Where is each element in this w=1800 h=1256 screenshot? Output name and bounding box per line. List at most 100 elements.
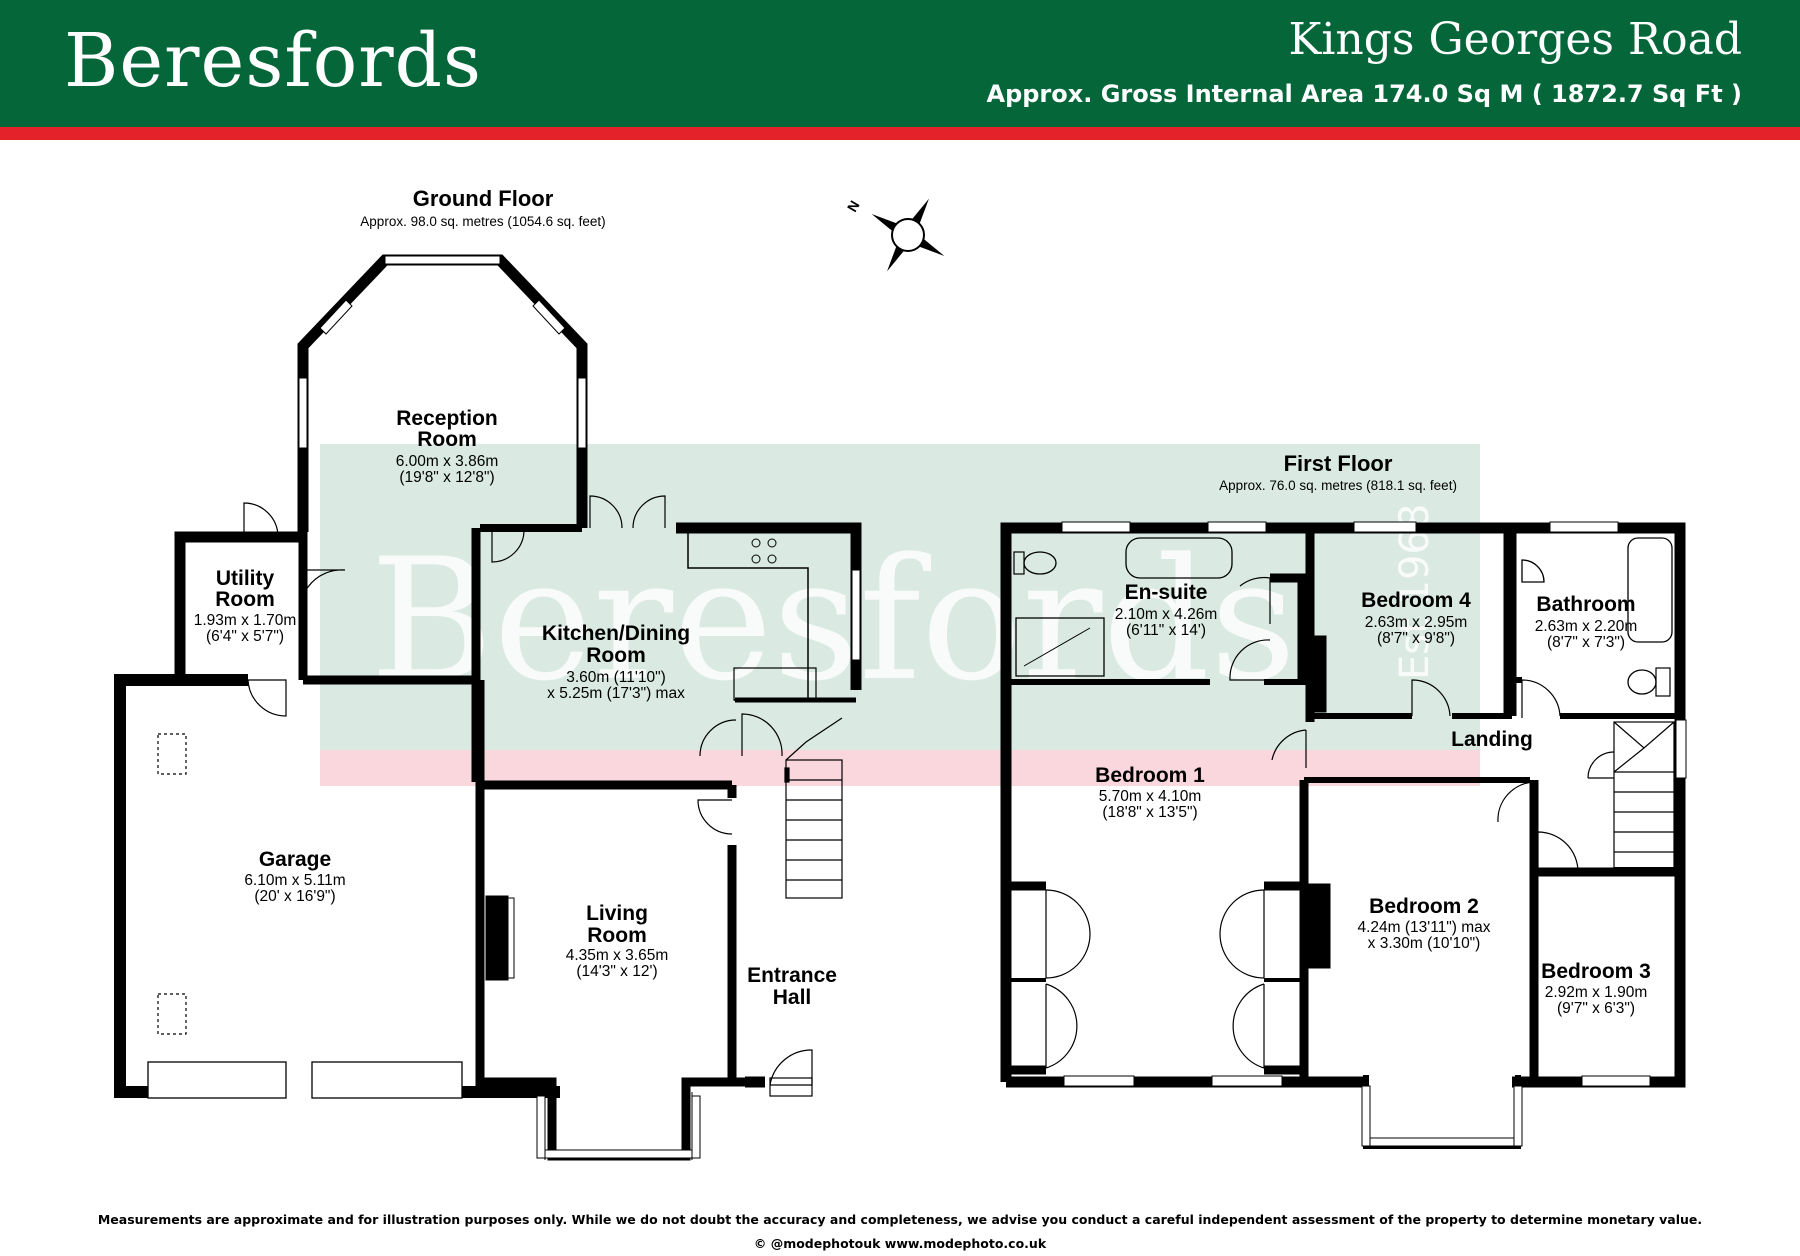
bedroom1-window-2 xyxy=(1211,1075,1283,1087)
ground-floor-title: Ground Floor xyxy=(413,186,554,211)
bedroom4-size: 2.63m x 2.95m xyxy=(1365,614,1468,631)
bathroom-imperial: (8'7" x 7'3") xyxy=(1547,634,1625,651)
bedroom2-door xyxy=(1497,780,1535,823)
gross-internal-area: Approx. Gross Internal Area 174.0 Sq M (… xyxy=(986,80,1743,108)
ensuite-name: En-suite xyxy=(1125,581,1208,604)
ground-floor-area: Approx. 98.0 sq. metres (1054.6 sq. feet… xyxy=(360,214,605,229)
ensuite-window-1 xyxy=(1061,521,1131,533)
bedroom1-imperial: (18'8" x 13'5") xyxy=(1102,804,1197,821)
first-floor-stairs xyxy=(1613,721,1675,869)
bedroom3-size: 2.92m x 1.90m xyxy=(1545,984,1648,1001)
compass-icon: N xyxy=(844,198,945,272)
bathroom-window xyxy=(1549,521,1619,533)
bedroom3-window xyxy=(1581,1075,1651,1087)
bedroom3-imperial: (9'7" x 6'3") xyxy=(1557,1000,1635,1017)
first-floor-plan xyxy=(1000,521,1687,1149)
ground-stairs xyxy=(784,717,843,899)
kitchen-double-door xyxy=(589,495,666,529)
bedroom2-imperial: x 3.30m (10'10") xyxy=(1368,935,1481,952)
ensuite-shower xyxy=(1015,617,1105,677)
garage-imperial: (20' x 16'9") xyxy=(254,888,335,905)
bedroom1-size: 5.70m x 4.10m xyxy=(1099,788,1202,805)
first-floor-title: First Floor xyxy=(1284,451,1393,476)
photo-credit: © @modephotouk www.modephoto.co.uk xyxy=(753,1236,1047,1251)
bedroom1-name: Bedroom 1 xyxy=(1095,764,1205,787)
watermark-brand: Beresfords xyxy=(370,522,1296,718)
ground-floor-plan xyxy=(114,254,862,1161)
bathroom-name: Bathroom xyxy=(1536,593,1635,616)
utility-door-north xyxy=(243,502,279,538)
disclaimer: Measurements are approximate and for ill… xyxy=(97,1212,1703,1227)
garage-skylight-1 xyxy=(157,733,187,775)
bedroom1-wardrobes-west xyxy=(1006,881,1091,1075)
reception-window-north xyxy=(384,255,501,265)
front-door xyxy=(769,1049,813,1086)
reception-window-west xyxy=(298,377,308,449)
garage-wall xyxy=(114,674,248,1098)
kitchen-window-east xyxy=(851,569,861,661)
garage-door-right xyxy=(311,1061,463,1099)
bathroom-basin xyxy=(1521,559,1545,583)
utility-door-south xyxy=(247,679,287,717)
living-fireplace xyxy=(485,895,509,981)
property-address: Kings Georges Road xyxy=(1288,14,1742,65)
ensuite-bath xyxy=(1125,537,1233,579)
garage-door-left xyxy=(147,1061,287,1099)
garage-skylight-2 xyxy=(157,993,187,1035)
bedroom1-window-1 xyxy=(1063,1075,1135,1087)
bedroom2-bay-wall xyxy=(1363,1075,1521,1149)
living-imperial: (14'3" x 12') xyxy=(576,963,657,980)
bathroom-toilet xyxy=(1627,669,1657,695)
kitchen-size: 3.60m (11'10") xyxy=(566,669,666,686)
utility-imperial: (6'4" x 5'7") xyxy=(206,628,284,645)
living-size: 4.35m x 3.65m xyxy=(566,947,669,964)
garage-name: Garage xyxy=(259,848,331,871)
bedroom4-window xyxy=(1353,521,1417,533)
header-bar xyxy=(0,0,1800,127)
watermark-red-band xyxy=(320,750,1480,786)
living-door xyxy=(697,799,733,835)
living-room-window xyxy=(544,1149,693,1159)
reception-name-1: Reception xyxy=(396,407,498,430)
hall-name-2: Hall xyxy=(773,986,812,1009)
reception-imperial: (19'8" x 12'8") xyxy=(399,469,494,486)
utility-size: 1.93m x 1.70m xyxy=(194,612,297,629)
kitchen-imperial: x 5.25m (17'3") max xyxy=(547,685,685,702)
front-door-frame xyxy=(769,1077,813,1097)
watermark-green-band xyxy=(320,444,1480,750)
garage-size: 6.10m x 5.11m xyxy=(244,872,345,889)
kitchen-name-1: Kitchen/Dining xyxy=(542,622,690,645)
utility-name-2: Room xyxy=(215,588,275,611)
bedroom2-name: Bedroom 2 xyxy=(1369,895,1479,918)
bedroom3-name: Bedroom 3 xyxy=(1541,960,1651,983)
bathroom-bath xyxy=(1627,537,1673,643)
hall-name-1: Entrance xyxy=(747,964,837,987)
ensuite-imperial: (6'11" x 14') xyxy=(1126,622,1206,639)
bedroom4-cupboard xyxy=(1309,635,1327,713)
bathroom-size: 2.63m x 2.20m xyxy=(1535,618,1638,635)
labels: Ground Floor Approx. 98.0 sq. metres (10… xyxy=(194,186,1651,1017)
first-floor-area: Approx. 76.0 sq. metres (818.1 sq. feet) xyxy=(1219,478,1457,493)
hall-door xyxy=(741,713,783,757)
bedroom4-name: Bedroom 4 xyxy=(1361,589,1471,612)
utility-name-1: Utility xyxy=(216,567,275,590)
landing-name: Landing xyxy=(1451,728,1533,751)
bedroom4-imperial: (8'7" x 9'8") xyxy=(1377,630,1455,647)
bedroom4-door xyxy=(1411,679,1451,717)
reception-name-2: Room xyxy=(417,428,477,451)
reception-size: 6.00m x 3.86m xyxy=(396,453,499,470)
bedroom3-door xyxy=(1537,831,1579,873)
kitchen-name-2: Room xyxy=(586,644,646,667)
bedroom1-wardrobes-east xyxy=(1219,881,1304,1075)
ensuite-window-2 xyxy=(1207,521,1267,533)
stair-window xyxy=(1675,719,1687,779)
living-name-1: Living xyxy=(586,902,648,925)
living-name-2: Room xyxy=(587,924,647,947)
bedroom2-window xyxy=(1369,1137,1515,1147)
compass-north-label: N xyxy=(844,198,863,215)
brand-logo-text: Beresfords xyxy=(64,18,482,104)
utility-room-wall xyxy=(174,531,303,680)
bedroom2-size: 4.24m (13'11") max xyxy=(1357,919,1490,936)
utility-door-east xyxy=(299,569,346,629)
